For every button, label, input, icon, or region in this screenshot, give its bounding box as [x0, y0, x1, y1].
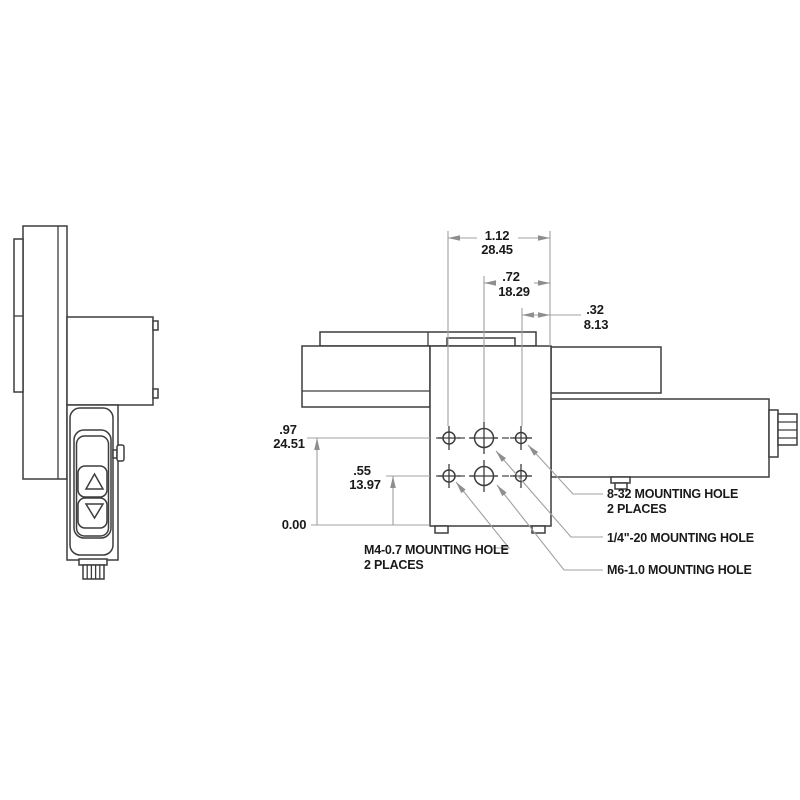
motor-body [66, 316, 154, 406]
dim-height-row2-mm: 13.97 [349, 477, 381, 492]
side-knob [116, 444, 125, 462]
cable-gland-collar [78, 558, 108, 566]
motor-tab-top [152, 320, 159, 331]
motor-tab-bottom [152, 388, 159, 399]
label-m4-line2: 2 PLACES [364, 558, 424, 572]
hole-label-texts: 8-32 MOUNTING HOLE 2 PLACES 1/4"-20 MOUN… [364, 487, 754, 577]
front-view [301, 331, 798, 534]
dim-height-row2-in: .55 [353, 463, 370, 478]
dim-width-right-mm: 8.13 [584, 317, 609, 332]
dim-width-overall-mm: 28.45 [481, 242, 513, 257]
connector-plate [768, 409, 779, 458]
label-m6: M6-1.0 MOUNTING HOLE [607, 563, 752, 577]
pendant-housing [69, 407, 114, 556]
triangle-down-icon [84, 503, 105, 520]
up-button [77, 465, 108, 498]
dim-width-right-in: .32 [586, 302, 603, 317]
body-foot-flange [610, 476, 631, 484]
leader-lines [455, 444, 603, 571]
dim-width-mid-in: .72 [502, 269, 519, 284]
label-quarter20: 1/4"-20 MOUNTING HOLE [607, 531, 754, 545]
dimension-texts: 1.12 28.45 .72 18.29 .32 8.13 .97 24.51 … [273, 228, 608, 532]
pendant-bezel-inner [75, 435, 110, 537]
right-arm-band [550, 346, 662, 394]
dim-width-overall-in: 1.12 [485, 228, 510, 243]
label-832-line1: 8-32 MOUNTING HOLE [607, 487, 738, 501]
hole-crosshairs [438, 422, 532, 492]
left-arm [301, 345, 431, 408]
down-button [77, 497, 108, 529]
dim-datum: 0.00 [282, 517, 307, 532]
dim-height-row1-mm: 24.51 [273, 436, 305, 451]
cable-gland-ribs [82, 564, 105, 580]
top-plate-lip [446, 337, 516, 347]
dim-width-mid-mm: 18.29 [498, 284, 530, 299]
label-832-line2: 2 PLACES [607, 502, 667, 516]
dimension-lines [314, 235, 581, 525]
label-m4-line1: M4-0.7 MOUNTING HOLE [364, 543, 509, 557]
dim-height-row1-in: .97 [279, 422, 296, 437]
block-foot-left [434, 525, 449, 534]
pendant-bezel-outer [73, 429, 112, 539]
triangle-up-icon [84, 472, 105, 490]
side-view [13, 225, 159, 580]
side-panel [22, 225, 68, 480]
right-body [550, 398, 770, 478]
extension-lines [307, 231, 551, 526]
body-foot-stem [614, 482, 628, 490]
